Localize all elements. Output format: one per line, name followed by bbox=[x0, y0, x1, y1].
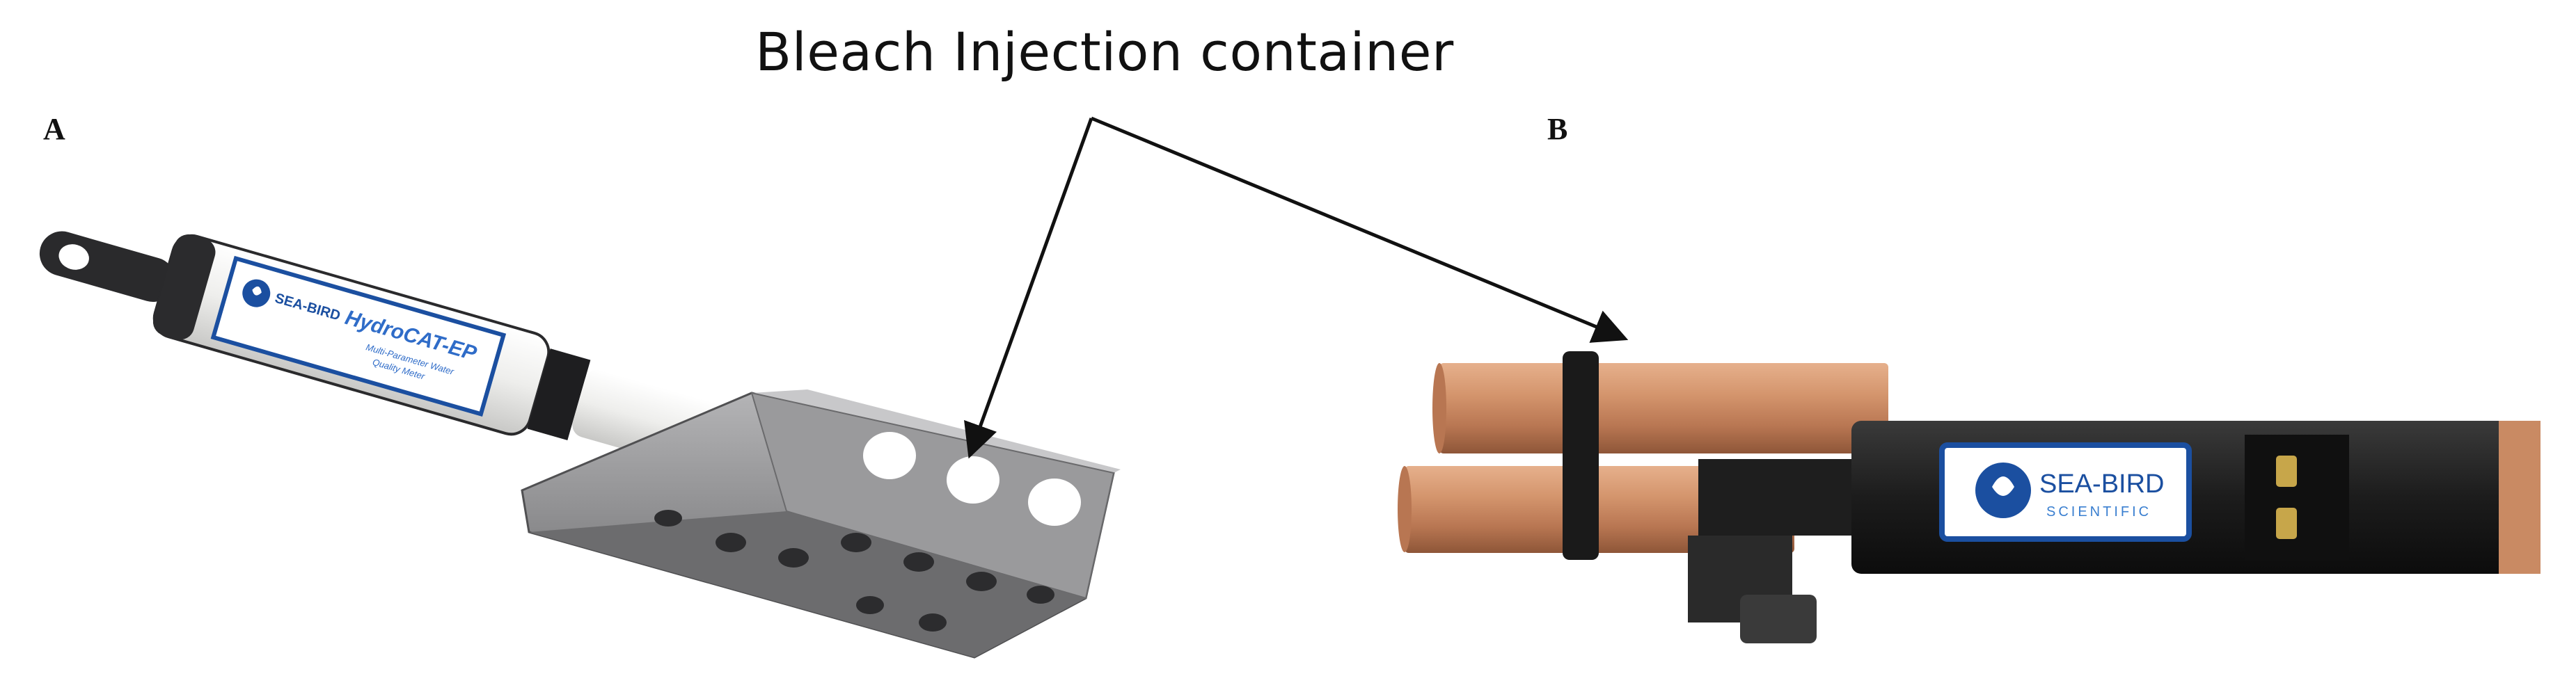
mounting-tab bbox=[39, 231, 175, 303]
panel-a-label: A bbox=[43, 112, 65, 146]
connector-icon bbox=[2276, 508, 2297, 539]
steel-cage bbox=[521, 389, 1121, 659]
logo-main-text: SEA-BIRD bbox=[2039, 469, 2164, 499]
sensor-end-cap bbox=[152, 234, 216, 340]
panel-b-instrument: SEA-BIRD SCIENTIFIC bbox=[1398, 351, 2541, 643]
logo-sub-text: SCIENTIFIC bbox=[2046, 504, 2151, 520]
cage-hole bbox=[1028, 479, 1081, 526]
callout-title: Bleach Injection container bbox=[755, 21, 1454, 83]
valve-housing bbox=[1698, 459, 1872, 536]
copper-tube-upper bbox=[1439, 363, 1888, 453]
cage-hole bbox=[863, 432, 916, 479]
panel-a-instrument: SEA-BIRD HydroCAT-EP Multi-Parameter Wat… bbox=[39, 231, 1121, 659]
sensor-label bbox=[210, 255, 507, 417]
panel-b-label: B bbox=[1547, 112, 1568, 146]
copper-end-cap bbox=[2499, 421, 2541, 574]
arrow-to-panel-a bbox=[964, 118, 1093, 459]
pump-motor bbox=[1740, 595, 1817, 643]
arrow-to-panel-b bbox=[1091, 116, 1629, 343]
callout-arrows bbox=[964, 116, 1629, 459]
copper-tube-lower bbox=[1405, 466, 1794, 553]
black-collar bbox=[527, 348, 591, 440]
clamp-band bbox=[1563, 351, 1599, 560]
connector-icon bbox=[2276, 456, 2297, 487]
cage-hole bbox=[947, 456, 999, 504]
